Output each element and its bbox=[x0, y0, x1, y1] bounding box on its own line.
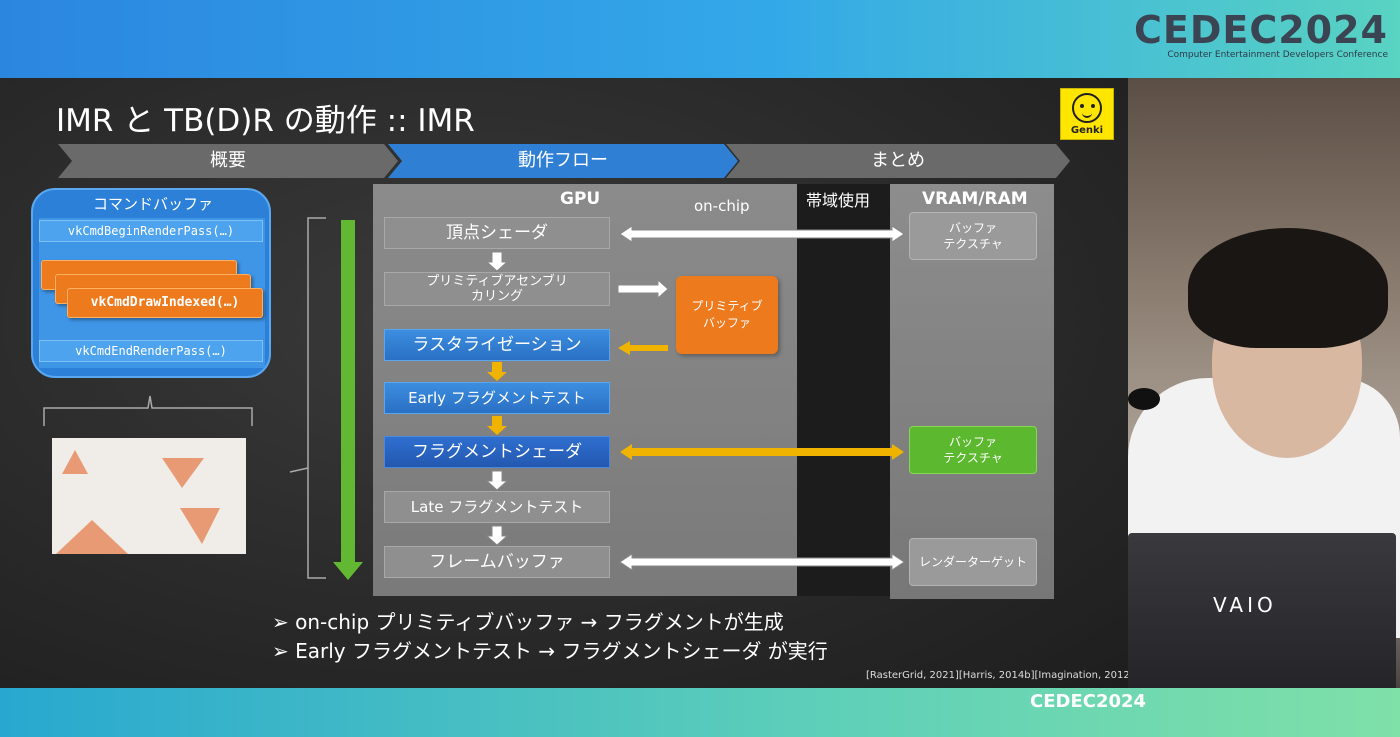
stage-early-fragment-test: Early フラグメントテスト bbox=[384, 382, 610, 414]
memory-buffer-texture-mid: バッファ テクスチャ bbox=[909, 426, 1037, 474]
stage-frame-buffer: フレームバッファ bbox=[384, 546, 610, 578]
cedec-logo: CEDEC2024 Computer Entertainment Develop… bbox=[1134, 8, 1388, 60]
citation: [RasterGrid, 2021][Harris, 2014b][Imagin… bbox=[866, 670, 1134, 681]
cmd-draw-indexed: vkCmdDrawIndexed(…) bbox=[67, 288, 263, 318]
footer-logo: CEDEC2024 bbox=[1030, 691, 1147, 712]
speaker-camera: VAIO bbox=[1128, 78, 1400, 688]
stage-fragment-shader: フラグメントシェーダ bbox=[384, 436, 610, 468]
memory-render-target: レンダーターゲット bbox=[909, 538, 1037, 586]
command-buffer-panel: コマンドバッファ vkCmdBeginRenderPass(…) vkCmdDr… bbox=[31, 188, 271, 378]
slide-title: IMR と TB(D)R の動作 :: IMR bbox=[56, 103, 475, 139]
primitive-buffer-box: プリミティブ バッファ bbox=[676, 276, 778, 354]
cmd-end-render-pass: vkCmdEndRenderPass(…) bbox=[39, 340, 263, 362]
stage-rasterization: ラスタライゼーション bbox=[384, 329, 610, 361]
laptop: VAIO bbox=[1128, 533, 1396, 688]
genki-logo: Genki bbox=[1060, 88, 1114, 140]
cmd-begin-render-pass: vkCmdBeginRenderPass(…) bbox=[39, 220, 263, 242]
vram-heading: VRAM/RAM bbox=[922, 189, 1028, 209]
stage-vertex-shader: 頂点シェーダ bbox=[384, 217, 610, 249]
nav-step-flow: 動作フロー bbox=[388, 144, 738, 178]
nav-step-summary: まとめ bbox=[726, 144, 1070, 178]
flow-arrows bbox=[43, 217, 905, 580]
rendered-triangles-image bbox=[52, 438, 246, 554]
presentation-slide: IMR と TB(D)R の動作 :: IMR Genki 概要 動作フロー ま… bbox=[0, 78, 1134, 688]
memory-buffer-texture-top: バッファ テクスチャ bbox=[909, 212, 1037, 260]
bullet-1: ➢ on-chip プリミティブバッファ → フラグメントが生成 bbox=[272, 610, 784, 634]
top-banner: CEDEC2024 Computer Entertainment Develop… bbox=[0, 0, 1400, 78]
bottom-banner bbox=[0, 688, 1400, 737]
bandwidth-band bbox=[797, 184, 891, 596]
microphone-icon bbox=[1128, 388, 1160, 410]
gpu-heading: GPU bbox=[560, 189, 601, 209]
bandwidth-heading: 帯域使用 bbox=[806, 191, 871, 210]
stage-primitive-assembly: プリミティブアセンブリ カリング bbox=[384, 272, 610, 306]
on-chip-heading: on-chip bbox=[694, 197, 750, 215]
nav-step-overview: 概要 bbox=[58, 144, 398, 178]
stage-late-fragment-test: Late フラグメントテスト bbox=[384, 491, 610, 523]
bullet-2: ➢ Early フラグメントテスト → フラグメントシェーダ が実行 bbox=[272, 639, 828, 663]
genki-face-icon bbox=[1072, 93, 1102, 123]
